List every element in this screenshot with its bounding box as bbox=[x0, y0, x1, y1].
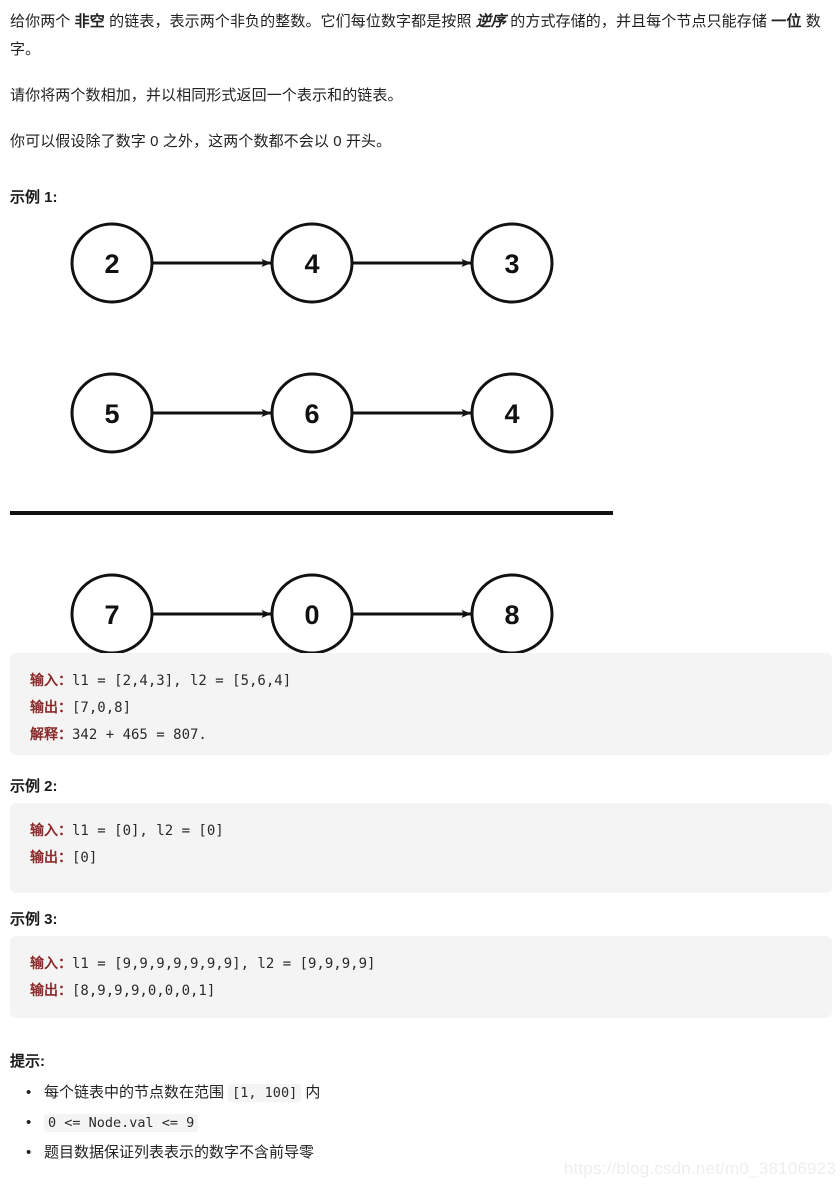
para1-text-b: 的链表，表示两个非负的整数。它们每位数字都是按照 bbox=[104, 13, 476, 30]
code-line-label: 解释： bbox=[30, 726, 72, 742]
paragraph-1: 给你两个 非空 的链表，表示两个非负的整数。它们每位数字都是按照 逆序 的方式存… bbox=[10, 8, 830, 64]
hint1-inline-code: [1, 100] bbox=[228, 1084, 302, 1102]
heading-example-2: 示例 2: bbox=[10, 778, 58, 795]
code-block-example-2: 输入：l1 = [0], l2 = [0]输出：[0] bbox=[10, 803, 832, 893]
code-line-value: [7,0,8] bbox=[72, 700, 132, 716]
hint-item-1: 每个链表中的节点数在范围 [1, 100] 内 bbox=[26, 1078, 840, 1108]
code-line-label: 输出： bbox=[30, 982, 72, 998]
code-block-example-1: 输入：l1 = [2,4,3], l2 = [5,6,4]输出：[7,0,8]解… bbox=[10, 653, 832, 755]
code-line-label: 输出： bbox=[30, 849, 72, 865]
linked-list-node-value: 8 bbox=[504, 600, 519, 630]
code-line: 输入：l1 = [9,9,9,9,9,9,9], l2 = [9,9,9,9] bbox=[10, 950, 832, 977]
problem-description: 给你两个 非空 的链表，表示两个非负的整数。它们每位数字都是按照 逆序 的方式存… bbox=[10, 8, 830, 156]
hint1-text-b: 内 bbox=[301, 1084, 321, 1101]
linked-list-node-value: 0 bbox=[304, 600, 319, 630]
code-line-value: l1 = [9,9,9,9,9,9,9], l2 = [9,9,9,9] bbox=[72, 956, 376, 972]
linked-list-node-value: 2 bbox=[104, 249, 119, 279]
linked-list-node-value: 6 bbox=[304, 399, 319, 429]
code-line: 输出：[0] bbox=[10, 844, 832, 871]
linked-list-node-l2-1 bbox=[270, 372, 354, 454]
hint-item-2: 0 <= Node.val <= 9 bbox=[26, 1108, 840, 1138]
linked-list-node-sum-0 bbox=[70, 573, 154, 655]
para1-text-d: 数字。 bbox=[10, 13, 821, 58]
para1-bold-feikong: 非空 bbox=[74, 13, 105, 30]
linked-list-node-value: 4 bbox=[504, 399, 519, 429]
code-line-label: 输出： bbox=[30, 699, 72, 715]
heading-hints: 提示: bbox=[10, 1053, 45, 1070]
csdn-watermark: https://blog.csdn.net/m0_38106923 bbox=[563, 1159, 836, 1178]
code-line-label: 输入： bbox=[30, 822, 72, 838]
linked-list-node-value: 4 bbox=[304, 249, 319, 279]
hint1-text-a: 每个链表中的节点数在范围 bbox=[44, 1084, 229, 1101]
linked-list-node-l1-2 bbox=[470, 222, 554, 304]
linked-list-node-sum-2 bbox=[470, 573, 554, 655]
para1-bold-yiwei: 一位 bbox=[771, 13, 802, 30]
linked-list-node-value: 5 bbox=[104, 399, 119, 429]
paragraph-2: 请你将两个数相加，并以相同形式返回一个表示和的链表。 bbox=[10, 87, 403, 104]
para1-text-c: 的方式存储的，并且每个节点只能存储 bbox=[506, 13, 772, 30]
paragraph-3: 你可以假设除了数字 0 之外，这两个数都不会以 0 开头。 bbox=[10, 133, 392, 150]
heading-example-3: 示例 3: bbox=[10, 911, 58, 928]
para1-text-a: 给你两个 bbox=[10, 13, 75, 30]
hint3-text: 题目数据保证列表表示的数字不含前导零 bbox=[44, 1144, 315, 1161]
heading-example-1: 示例 1: bbox=[10, 189, 58, 206]
linked-list-node-l2-0 bbox=[70, 372, 154, 454]
para1-bold-nixu: 逆序 bbox=[475, 13, 507, 30]
linked-list-node-l2-2 bbox=[470, 372, 554, 454]
code-line: 输入：l1 = [0], l2 = [0] bbox=[10, 817, 832, 844]
code-line: 输出：[8,9,9,9,0,0,0,1] bbox=[10, 977, 832, 1004]
linked-list-node-sum-1 bbox=[270, 573, 354, 655]
linked-list-node-value: 7 bbox=[104, 600, 119, 630]
code-block-example-3: 输入：l1 = [9,9,9,9,9,9,9], l2 = [9,9,9,9]输… bbox=[10, 936, 832, 1018]
hint-item-3: 题目数据保证列表表示的数字不含前导零 bbox=[26, 1138, 840, 1167]
hints-list: 每个链表中的节点数在范围 [1, 100] 内 0 <= Node.val <=… bbox=[10, 1078, 840, 1167]
code-line: 解释：342 + 465 = 807. bbox=[10, 721, 832, 748]
linked-list-node-l1-0 bbox=[70, 222, 154, 304]
code-line-value: [8,9,9,9,0,0,0,1] bbox=[72, 983, 216, 999]
hint2-inline-code: 0 <= Node.val <= 9 bbox=[44, 1114, 199, 1132]
linked-list-node-value: 3 bbox=[504, 249, 519, 279]
code-line-label: 输入： bbox=[30, 955, 72, 971]
code-line: 输出：[7,0,8] bbox=[10, 694, 832, 721]
code-line: 输入：l1 = [2,4,3], l2 = [5,6,4] bbox=[10, 667, 832, 694]
code-line-value: 342 + 465 = 807. bbox=[72, 727, 207, 743]
linked-list-node-l1-1 bbox=[270, 222, 354, 304]
diagram-node-group: 2 4 3 5 6 4 7 0 8 bbox=[70, 222, 554, 655]
code-line-label: 输入： bbox=[30, 672, 72, 688]
code-line-value: l1 = [0], l2 = [0] bbox=[72, 823, 224, 839]
code-line-value: l1 = [2,4,3], l2 = [5,6,4] bbox=[72, 673, 292, 689]
code-line-value: [0] bbox=[72, 850, 98, 866]
